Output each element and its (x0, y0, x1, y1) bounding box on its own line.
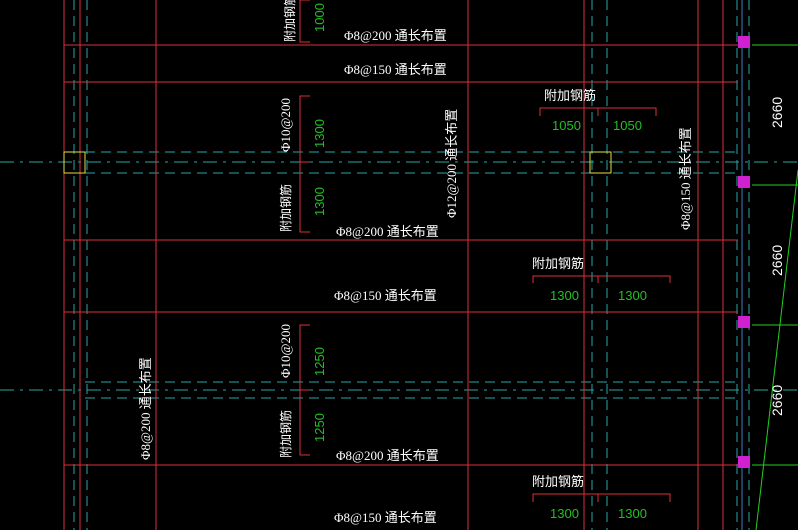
column-mid (589, 151, 612, 174)
hatch-block-3 (738, 316, 750, 328)
annotation-brackets (299, 0, 671, 502)
dim-2660-b: 2660 (769, 245, 785, 276)
row5-1300b: 1300 (618, 506, 647, 521)
row4-fj-left: 附加钢筋 (278, 410, 293, 458)
hatch-block-1 (738, 36, 750, 48)
left-p8-200: Φ8@200 通长布置 (138, 357, 153, 460)
column-left (63, 151, 86, 174)
row2-1050b: 1050 (613, 118, 642, 133)
row3-fj-mid: 附加钢筋 (532, 256, 584, 271)
columns (63, 151, 612, 174)
hatch-block-4 (738, 456, 750, 468)
dim-2660-a: 2660 (769, 97, 785, 128)
row4-p10-200: Φ10@200 (278, 324, 293, 378)
bracket-row2-left (299, 95, 310, 233)
right-p8-150: Φ8@150 通长布置 (678, 127, 693, 230)
row2-p8-200: Φ8@200 通长布置 (336, 224, 439, 239)
dim-2660-c: 2660 (769, 385, 785, 416)
row2-p12-200: Φ12@200 通长布置 (444, 109, 459, 218)
row2-p10-200: Φ10@200 (278, 98, 293, 152)
hatch-blocks (738, 36, 750, 468)
dim-diagonal (755, 169, 798, 530)
top-1000: 1000 (312, 3, 327, 32)
row1-p8-200: Φ8@200 通长布置 (344, 28, 447, 43)
bracket-row5-h (532, 493, 671, 502)
right-dimension (752, 44, 798, 530)
row4-p8-200: Φ8@200 通长布置 (336, 448, 439, 463)
bracket-row3-h (532, 275, 671, 283)
row5-fj-mid: 附加钢筋 (532, 474, 584, 489)
row2-1300a: 1300 (312, 119, 327, 148)
row3-1300a: 1300 (550, 288, 579, 303)
row3-p8-150: Φ8@150 通长布置 (334, 288, 437, 303)
hatch-block-2 (738, 176, 750, 188)
row4-1250a: 1250 (312, 347, 327, 376)
row5-1300a: 1300 (550, 506, 579, 521)
row1-p8-150: Φ8@150 通长布置 (344, 62, 447, 77)
row2-1300b: 1300 (312, 187, 327, 216)
row5-p8-150: Φ8@150 通长布置 (334, 510, 437, 525)
beam-lines (63, 0, 738, 530)
row3-1300b: 1300 (618, 288, 647, 303)
row2-1050a: 1050 (552, 118, 581, 133)
row4-1250b: 1250 (312, 413, 327, 442)
row2-fj-left: 附加钢筋 (278, 184, 293, 232)
top-fj: 附加钢筋 (282, 0, 297, 42)
row2-fj-mid: 附加钢筋 (544, 88, 596, 103)
bracket-top (299, 0, 310, 43)
